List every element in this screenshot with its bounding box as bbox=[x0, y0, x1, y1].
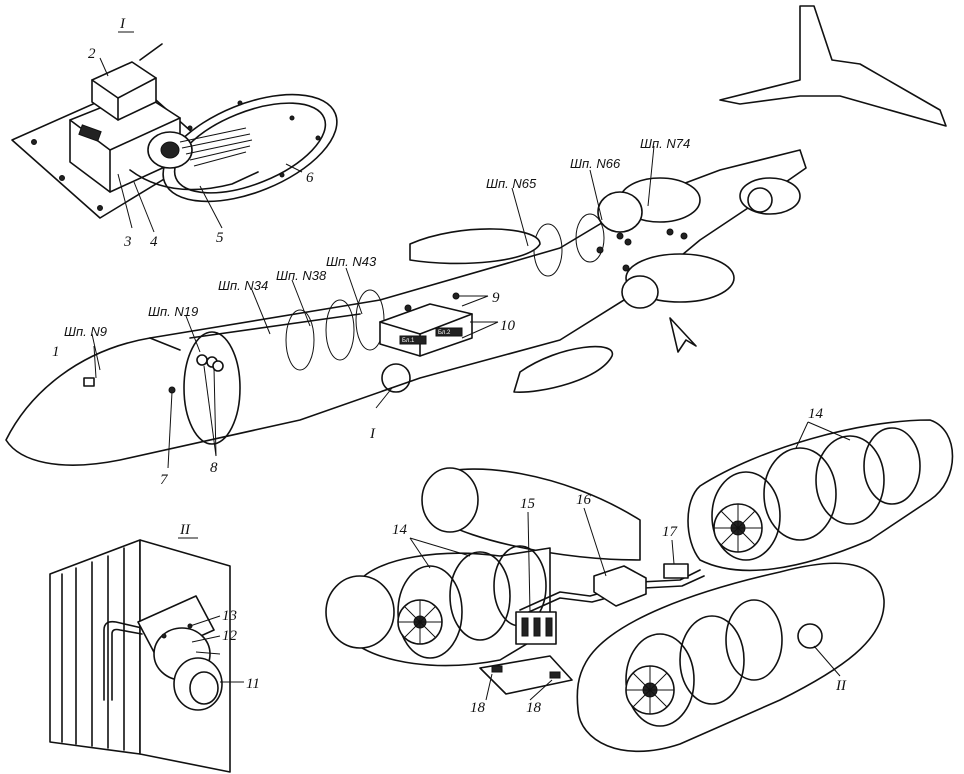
callout-label: 18 bbox=[526, 700, 542, 716]
callout-label: II bbox=[835, 678, 847, 694]
callout-label: 17 bbox=[662, 524, 679, 540]
callout-label: 11 bbox=[246, 676, 260, 692]
manifold-unit bbox=[593, 565, 647, 607]
callout-label: 16 bbox=[576, 492, 592, 508]
callout-label: 7 bbox=[160, 472, 169, 488]
detail-ii-title: II bbox=[179, 522, 191, 538]
callout-label: 14 bbox=[808, 406, 824, 422]
station-label: Шп. N43 bbox=[326, 254, 377, 269]
callout-label: 2 bbox=[88, 46, 96, 62]
equipment-boxes: Бл.1 Бл.2 bbox=[379, 303, 473, 357]
tail-fin bbox=[719, 5, 947, 127]
unit-box bbox=[91, 61, 157, 121]
callout-label: 1 bbox=[52, 344, 60, 360]
callout-label: 14 bbox=[392, 522, 408, 538]
station-label: Шп. N38 bbox=[276, 268, 327, 283]
oval-frame bbox=[162, 93, 338, 203]
engine-left-ring-1 bbox=[397, 565, 463, 659]
structure-panel bbox=[49, 539, 141, 755]
detail-i-assembly bbox=[11, 43, 338, 233]
detail-i-title: I bbox=[119, 16, 126, 32]
callout-label: I bbox=[369, 426, 376, 442]
callout-label: 6 bbox=[306, 170, 314, 186]
callout-label: 5 bbox=[216, 230, 224, 246]
station-label: Шп. N9 bbox=[64, 324, 107, 339]
detail-ii-assembly bbox=[49, 539, 244, 773]
detail-i-marker bbox=[381, 363, 411, 393]
callout-label: 15 bbox=[520, 496, 536, 512]
station-label: Шп. N74 bbox=[640, 136, 690, 151]
engine-cutaway bbox=[325, 419, 954, 753]
svg-text:Бл.1: Бл.1 bbox=[402, 338, 415, 344]
connector-unit bbox=[663, 563, 689, 579]
callout-label: 4 bbox=[150, 234, 158, 250]
station-labels: Шп. N9 Шп. N19 Шп. N34 Шп. N38 Шп. N43 Ш… bbox=[64, 136, 690, 339]
wing-upper bbox=[409, 228, 541, 265]
svg-text:Бл.2: Бл.2 bbox=[438, 330, 451, 336]
callout-label: 12 bbox=[222, 628, 238, 644]
station-label: Шп. N66 bbox=[570, 156, 621, 171]
callout-label: 18 bbox=[470, 700, 486, 716]
callout-label: 8 bbox=[210, 460, 218, 476]
bracket-plate bbox=[479, 655, 573, 695]
frame-n19 bbox=[183, 331, 241, 445]
detail-titles: I II bbox=[118, 16, 198, 539]
callout-numbers: 2 3 4 5 6 1 7 8 9 10 I 11 12 13 14 14 15… bbox=[52, 46, 847, 716]
detail-ii-marker bbox=[797, 623, 823, 649]
aircraft-cutaway: Бл.1 Бл.2 bbox=[5, 5, 947, 469]
station-label: Шп. N34 bbox=[218, 278, 268, 293]
station-label: Шп. N65 bbox=[486, 176, 537, 191]
engine-aft bbox=[739, 177, 801, 215]
callout-label: 9 bbox=[492, 290, 500, 306]
station-label: Шп. N19 bbox=[148, 304, 198, 319]
sensor-cap bbox=[173, 657, 223, 711]
wing-lower bbox=[513, 345, 614, 393]
callout-label: 3 bbox=[123, 234, 132, 250]
callout-label: 10 bbox=[500, 318, 516, 334]
callout-label: 13 bbox=[222, 608, 237, 624]
